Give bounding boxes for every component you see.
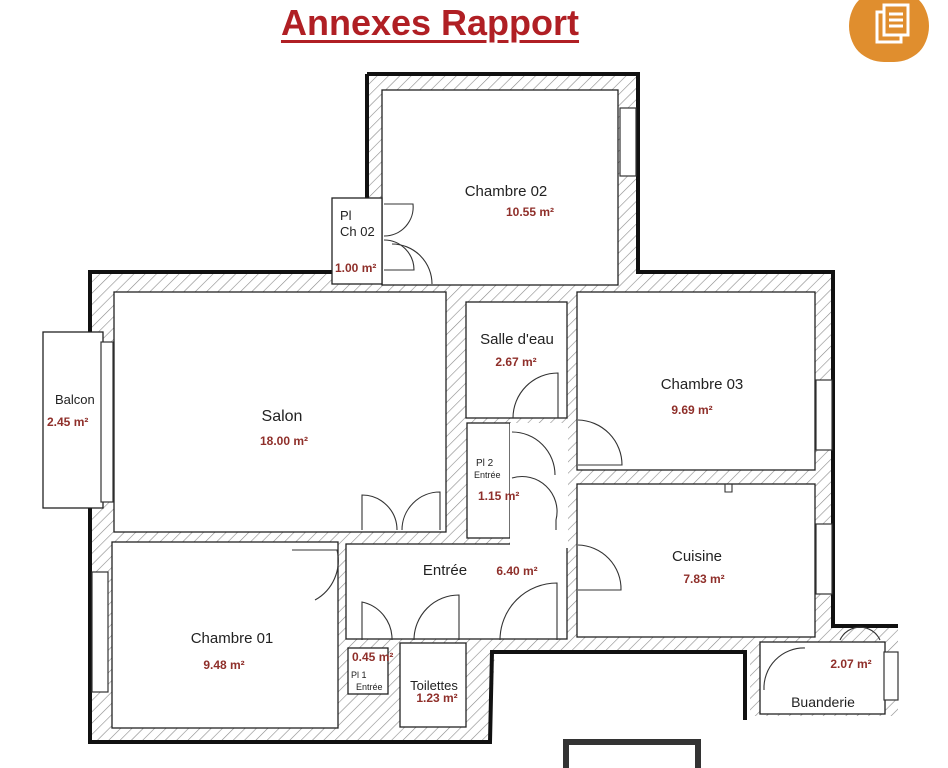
entree-area: 6.40 m²: [496, 564, 537, 578]
room-entree: [345, 543, 568, 640]
room-salle-deau: [465, 301, 568, 419]
window-buanderie: [883, 651, 899, 701]
room-chambre01: [111, 541, 339, 729]
chambre01-area: 9.48 m²: [203, 658, 244, 672]
placard-ch02-name-line2: Ch 02: [340, 224, 375, 239]
buanderie-area: 2.07 m²: [830, 657, 871, 671]
placard-entree2-area: 1.15 m²: [478, 489, 519, 503]
chambre03-area: 9.69 m²: [671, 403, 712, 417]
room-chambre03: [576, 291, 816, 471]
buanderie-name: Buanderie: [791, 694, 855, 710]
room-salon: [113, 291, 447, 533]
balcon-area: 2.45 m²: [47, 415, 88, 429]
room-placard-entree2: [466, 422, 511, 539]
room-partial-bottom: [563, 739, 701, 768]
window-balcon: [100, 341, 114, 503]
outer-wall-west: [88, 74, 747, 744]
room-toilettes: [399, 642, 467, 728]
entree-name: Entrée: [423, 562, 467, 579]
room-placard-entree1: [347, 647, 389, 695]
room-placard-ch02: [331, 197, 383, 285]
doors: [292, 203, 881, 691]
room-entree-corridor: [510, 423, 568, 548]
cuisine-name: Cuisine: [672, 548, 722, 565]
salle-deau-name: Salle d'eau: [480, 331, 554, 348]
window-chambre01: [91, 571, 109, 693]
salon-area: 18.00 m²: [260, 434, 308, 448]
placard-entree2-name-line2: Entrée: [474, 470, 501, 480]
toilettes-area: 1.23 m²: [416, 691, 457, 705]
room-chambre02: [381, 89, 619, 286]
placard-ch02-name-line1: Pl: [340, 208, 352, 223]
window-chambre02: [619, 107, 637, 177]
outer-wall: [367, 72, 898, 628]
room-cuisine: [576, 483, 816, 638]
salle-deau-area: 2.67 m²: [495, 355, 536, 369]
document-copy-icon[interactable]: [848, 0, 930, 62]
room-balcon: [42, 331, 104, 509]
page-title: Annexes Rapport: [280, 2, 580, 43]
placard-entree1-name-line1: Pl 1: [351, 670, 367, 680]
placard-entree2-name-line1: Pl 2: [476, 458, 494, 469]
cuisine-area: 7.83 m²: [683, 572, 724, 586]
placard-entree1-name-line2: Entrée: [356, 682, 383, 692]
chambre03-name: Chambre 03: [661, 376, 744, 393]
placard-ch02-area: 1.00 m²: [335, 261, 376, 275]
chambre02-area: 10.55 m²: [506, 205, 554, 219]
chambre02-name: Chambre 02: [465, 183, 548, 200]
window-chambre03: [815, 379, 833, 451]
salon-name: Salon: [262, 408, 303, 425]
chambre01-name: Chambre 01: [191, 630, 274, 647]
toilettes-name: Toilettes: [410, 678, 458, 693]
labels: Chambre 02 10.55 m² Pl Ch 02 1.00 m² Sal…: [47, 183, 872, 710]
balcon-name: Balcon: [55, 392, 95, 407]
window-cuisine: [815, 523, 833, 595]
placard-entree1-area: 0.45 m²: [352, 650, 393, 664]
